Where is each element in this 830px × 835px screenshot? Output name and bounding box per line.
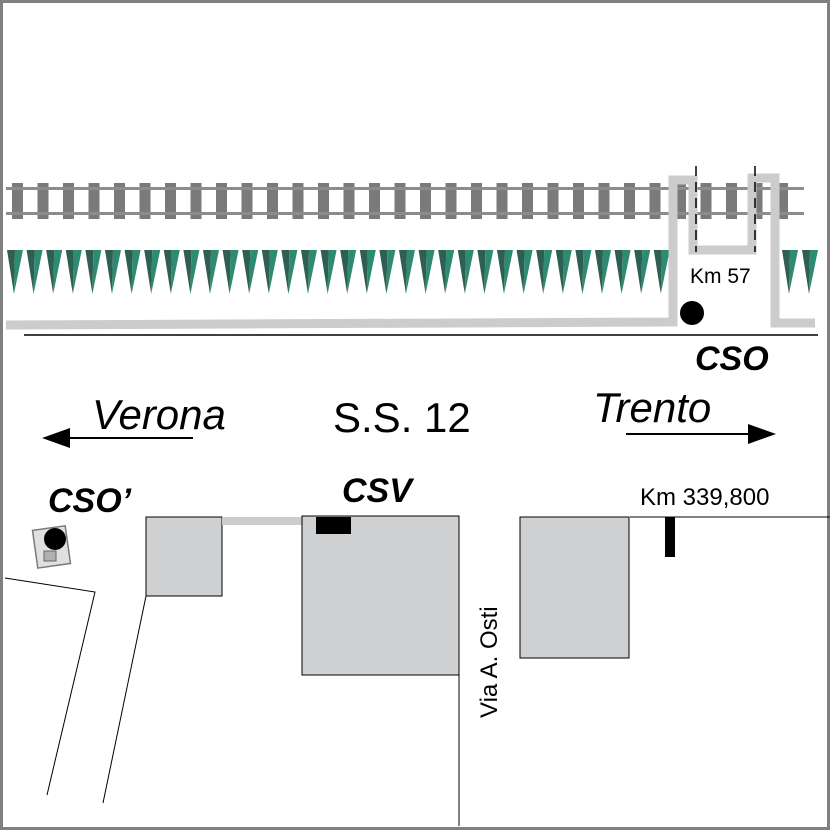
hedge-spike xyxy=(477,250,494,294)
rail-top xyxy=(6,187,804,190)
hedge-spike xyxy=(359,250,376,294)
rail-tie xyxy=(675,183,686,219)
km-post-marker xyxy=(665,517,675,557)
street-name-label: Via A. Osti xyxy=(476,606,503,718)
rail-tie xyxy=(12,183,23,219)
hedge-spike xyxy=(144,250,161,294)
hedge-spike xyxy=(124,250,141,294)
hedge-spike xyxy=(340,250,357,294)
km339-label: Km 339,800 xyxy=(640,484,769,511)
hedge-spike xyxy=(261,250,278,294)
building-csv xyxy=(301,515,460,676)
arrow-right-icon xyxy=(748,424,776,444)
rail-tie xyxy=(445,183,457,219)
rail-tie xyxy=(649,183,661,219)
rail-tie xyxy=(114,183,125,219)
rail-tie xyxy=(165,183,176,219)
rail-tie xyxy=(624,183,635,219)
hedge-spike xyxy=(634,250,651,294)
cso-prime-marker-icon xyxy=(44,528,66,550)
rail-tie xyxy=(267,183,278,219)
rail-tie xyxy=(241,183,253,219)
rail-tie xyxy=(318,183,329,219)
hedge-spike xyxy=(782,250,798,294)
hedge-spike xyxy=(399,250,415,294)
rail-tie xyxy=(726,183,737,219)
rail-tie xyxy=(369,183,380,219)
csv-cabinet-marker xyxy=(316,517,351,534)
hedge-spike xyxy=(163,250,180,294)
building-small-left xyxy=(145,516,223,597)
csv-label: CSV xyxy=(342,472,415,510)
rail-tie xyxy=(777,183,788,219)
connector-path xyxy=(222,517,302,525)
hedge-spike xyxy=(242,250,259,294)
rail-tie xyxy=(471,183,482,219)
hedge-spike xyxy=(7,250,23,294)
railway-track xyxy=(6,183,804,219)
hedge-spike xyxy=(183,250,200,294)
rail-tie xyxy=(88,183,100,219)
rail-tie xyxy=(751,183,763,219)
hedge-spike xyxy=(497,250,513,294)
hedge-row xyxy=(7,250,818,294)
rail-tie xyxy=(496,183,508,219)
rail-tie xyxy=(700,183,712,219)
cso-prime-label: CSO’ xyxy=(48,482,132,520)
parcel-boundary-left xyxy=(4,577,96,796)
hedge-spike xyxy=(575,250,592,294)
rail-tie xyxy=(139,183,151,219)
rail-tie xyxy=(216,183,227,219)
arrow-left-icon xyxy=(42,428,70,448)
hedge-spike xyxy=(281,250,298,294)
rail-tie xyxy=(343,183,355,219)
rail-bottom xyxy=(6,212,804,215)
footpath xyxy=(5,173,815,330)
rail-tie xyxy=(394,183,406,219)
hedge-spike xyxy=(438,250,455,294)
hedge-spike xyxy=(203,250,219,294)
rail-tie xyxy=(573,183,584,219)
rail-tie xyxy=(190,183,202,219)
hedge-spike xyxy=(802,250,818,294)
rail-tie xyxy=(63,183,74,219)
hedge-spike xyxy=(457,250,474,294)
rail-tie xyxy=(292,183,304,219)
hedge-spike xyxy=(516,250,533,294)
rail-ties xyxy=(12,183,788,219)
hedge-spike xyxy=(536,250,553,294)
hedge-spike xyxy=(555,250,572,294)
hedge-spike xyxy=(26,250,43,294)
hedge-spike xyxy=(653,250,670,294)
hedge-spike xyxy=(105,250,121,294)
parcel-boundary-middle xyxy=(102,595,147,804)
hedge-spike xyxy=(85,250,102,294)
building-right xyxy=(519,516,630,659)
hedge-spike xyxy=(301,250,317,294)
hedge-spike xyxy=(46,250,63,294)
hedge-spike xyxy=(614,250,631,294)
hedge-spike xyxy=(320,250,337,294)
hedge-spike xyxy=(222,250,239,294)
hedge-spike xyxy=(418,250,435,294)
rail-tie xyxy=(522,183,533,219)
cabinet-panel xyxy=(43,550,57,562)
rail-tie xyxy=(547,183,559,219)
road-name-label: S.S. 12 xyxy=(333,394,471,441)
km57-label: Km 57 xyxy=(690,265,751,288)
cso-label: CSO xyxy=(695,340,769,378)
cso-marker-icon xyxy=(680,301,704,325)
trento-label: Trento xyxy=(593,384,711,431)
hedge-spike xyxy=(595,250,611,294)
hedge-spike xyxy=(379,250,396,294)
verona-label: Verona xyxy=(92,391,226,438)
rail-tie xyxy=(420,183,431,219)
rail-tie xyxy=(598,183,610,219)
rail-tie xyxy=(37,183,49,219)
hedge-spike xyxy=(65,250,82,294)
